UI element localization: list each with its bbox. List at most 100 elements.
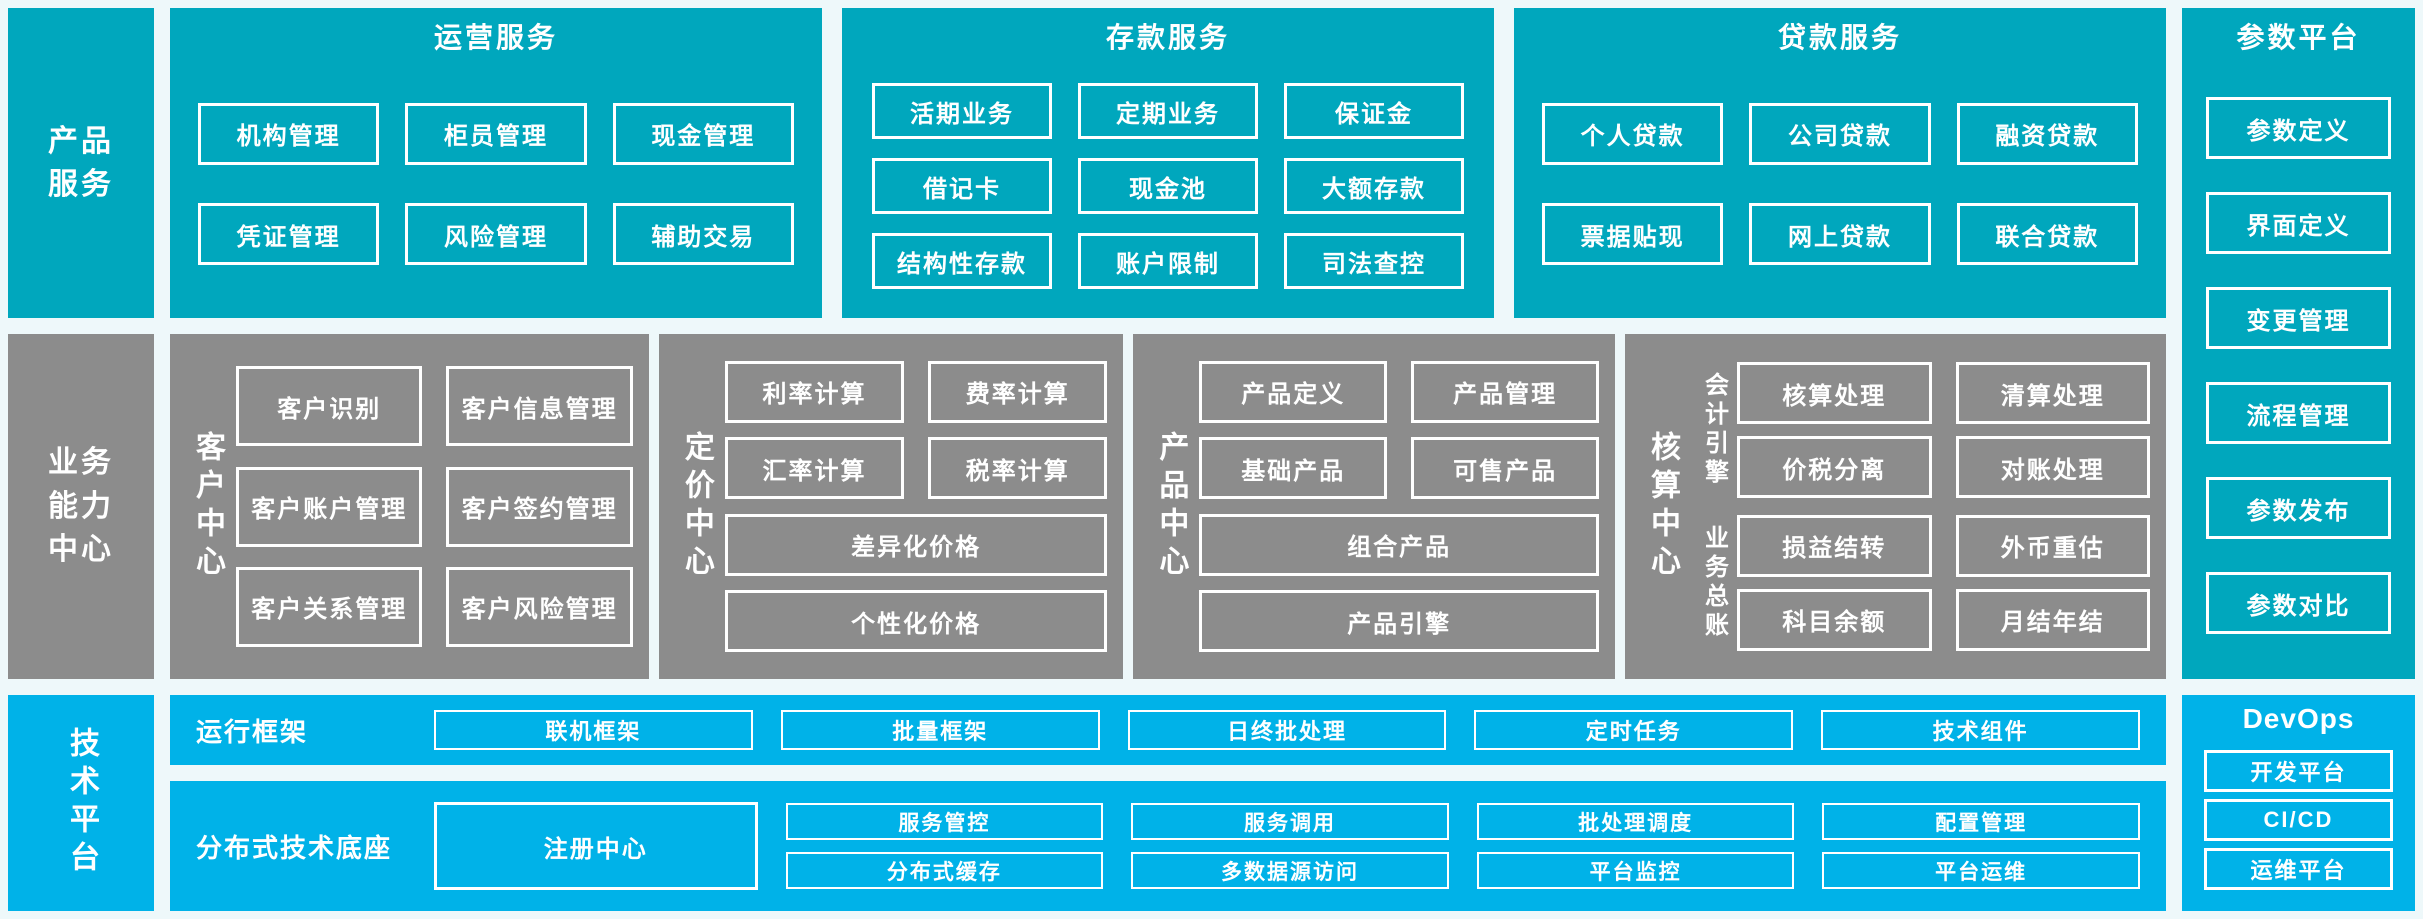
- module-box: 客户签约管理: [446, 466, 633, 547]
- module-label: 技术组件: [1932, 719, 2029, 744]
- module-label: 联合贷款: [1995, 223, 2100, 251]
- module-box: 服务调用: [1131, 803, 1449, 840]
- module-box: 清算处理: [1955, 362, 2150, 425]
- label-line: 能力: [48, 489, 114, 523]
- center-label-wrap: 客户中心: [178, 346, 236, 667]
- module-box: 多数据源访问: [1131, 852, 1449, 889]
- module-label: 服务管控: [898, 811, 991, 835]
- module-box: 产品管理: [1411, 360, 1600, 423]
- module-box: 税率计算: [928, 437, 1108, 500]
- module-stack: 服务管控 分布式缓存: [785, 803, 1104, 889]
- group-label-wrap: 业务总账: [1691, 525, 1737, 641]
- module-label: 客户识别: [277, 395, 382, 423]
- module-label: 参数对比: [2246, 592, 2351, 620]
- module-label: 风险管理: [443, 223, 548, 251]
- module-box: 批量框架: [780, 710, 1100, 750]
- module-grid: 活期业务 定期业务 保证金 借记卡 现金池 大额存款 结构性存款 账户限制 司法…: [842, 64, 1494, 318]
- module-label: 参数定义: [2246, 117, 2351, 145]
- panel-title: 贷款服务: [1777, 22, 1902, 53]
- module-box: 基础产品: [1199, 437, 1388, 500]
- module-label: 定期业务: [1116, 100, 1220, 128]
- module-label: 利率计算: [762, 381, 867, 409]
- module-label: 差异化价格: [851, 534, 982, 562]
- module-label: 借记卡: [923, 175, 1001, 203]
- module-label: 网上贷款: [1787, 223, 1892, 251]
- module-box: 风险管理: [405, 203, 587, 266]
- module-label: 运维平台: [2250, 858, 2347, 883]
- module-box: 参数对比: [2206, 572, 2391, 634]
- label-line: 中心: [48, 533, 114, 567]
- module-box: 票据贴现: [1542, 203, 1724, 266]
- module-grid: 参数定义 界面定义 变更管理 流程管理 参数发布 参数对比: [2182, 64, 2415, 679]
- module-box: 差异化价格: [724, 513, 1108, 576]
- accounting-groups: 会计引擎 核算处理 清算处理 价税分离 对账处理 业务总账: [1691, 346, 2150, 667]
- module-box: 外币重估: [1955, 514, 2150, 577]
- layer-label-business-capability: 业务 能力 中心: [8, 334, 154, 679]
- module-label: 批量框架: [892, 719, 989, 744]
- row-distributed-base: 分布式技术底座 注册中心 服务管控 分布式缓存 服务调用 多数据源访问 批处理调…: [170, 781, 2166, 911]
- module-label: 产品管理: [1453, 381, 1558, 409]
- module-box: 现金池: [1078, 158, 1258, 214]
- module-grid: 损益结转 外币重估 科目余额 月结年结: [1737, 514, 2150, 651]
- center-label-wrap: 核算中心: [1633, 346, 1691, 667]
- module-label: 柜员管理: [443, 123, 548, 151]
- module-box: 日终批处理: [1127, 710, 1447, 750]
- module-box: 产品定义: [1199, 360, 1388, 423]
- module-label: 结构性存款: [897, 250, 1027, 278]
- module-box: 保证金: [1284, 83, 1464, 139]
- module-box: 凭证管理: [198, 203, 380, 266]
- module-box: 结构性存款: [872, 233, 1052, 289]
- module-label: 票据贴现: [1580, 223, 1685, 251]
- main-column: 运营服务 机构管理 柜员管理 现金管理 凭证管理 风险管理 辅助交易 存款服务 …: [170, 8, 2166, 911]
- label-line: 产品: [48, 124, 114, 158]
- right-column: 参数平台 参数定义 界面定义 变更管理 流程管理 参数发布 参数对比 DevOp…: [2182, 8, 2415, 911]
- module-box: 平台运维: [1822, 852, 2140, 889]
- module-label: 外币重估: [2000, 535, 2105, 563]
- module-label: 客户关系管理: [251, 596, 408, 624]
- module-label: 公司贷款: [1787, 123, 1892, 151]
- center-label: 定价中心: [679, 430, 713, 583]
- panel-customer-center: 客户中心 客户识别 客户信息管理 客户账户管理 客户签约管理 客户关系管理 客户…: [170, 334, 649, 679]
- module-label: 机构管理: [236, 123, 341, 151]
- module-label: 汇率计算: [762, 457, 867, 485]
- module-label: 批处理调度: [1578, 811, 1694, 835]
- module-box: 损益结转: [1737, 514, 1932, 577]
- module-box: 服务管控: [785, 803, 1104, 840]
- module-box: 配置管理: [1822, 803, 2140, 840]
- module-grid: 客户识别 客户信息管理 客户账户管理 客户签约管理 客户关系管理 客户风险管理: [236, 346, 633, 667]
- module-box: 产品引擎: [1199, 590, 1600, 653]
- panel-pricing-center: 定价中心 利率计算 费率计算 汇率计算 税率计算 差异化价格 个性化价格: [658, 334, 1124, 679]
- module-label: 辅助交易: [651, 223, 756, 251]
- module-box: 参数发布: [2206, 477, 2391, 539]
- module-label: 定时任务: [1585, 719, 1682, 744]
- module-label: 个人贷款: [1580, 123, 1685, 151]
- module-box-registry-center: 注册中心: [434, 802, 758, 890]
- module-label: 客户签约管理: [461, 496, 618, 523]
- center-label-wrap: 产品中心: [1141, 346, 1199, 667]
- module-box: 核算处理: [1737, 362, 1932, 425]
- module-grid: 开发平台 CI/CD 运维平台: [2182, 743, 2415, 911]
- module-grid: 利率计算 费率计算 汇率计算 税率计算 差异化价格 个性化价格: [724, 346, 1108, 667]
- panel-product-center: 产品中心 产品定义 产品管理 基础产品 可售产品 组合产品 产品引擎: [1133, 334, 1616, 679]
- module-box: 公司贷款: [1749, 102, 1931, 165]
- module-label: 配置管理: [1935, 811, 2028, 835]
- module-label: 平台监控: [1589, 860, 1682, 884]
- module-box: 对账处理: [1955, 436, 2150, 499]
- layer-label-tech-platform: 技术平台: [8, 695, 154, 911]
- module-box: 柜员管理: [405, 102, 587, 165]
- panel-devops: DevOps 开发平台 CI/CD 运维平台: [2182, 695, 2415, 911]
- layer-label-text: 产品 服务: [48, 120, 114, 207]
- module-grid: 个人贷款 公司贷款 融资贷款 票据贴现 网上贷款 联合贷款: [1514, 64, 2166, 318]
- module-label: 活期业务: [910, 100, 1014, 128]
- module-label: 科目余额: [1782, 609, 1887, 637]
- module-box: 利率计算: [724, 360, 905, 423]
- module-box: 界面定义: [2206, 192, 2391, 254]
- module-label: CI/CD: [2263, 807, 2334, 832]
- module-label: 流程管理: [2246, 402, 2351, 430]
- module-label: 损益结转: [1782, 535, 1887, 563]
- module-label: 核算处理: [1782, 382, 1887, 410]
- module-box: 现金管理: [612, 102, 794, 165]
- center-label: 产品中心: [1154, 430, 1188, 583]
- module-label: 司法查控: [1322, 250, 1426, 278]
